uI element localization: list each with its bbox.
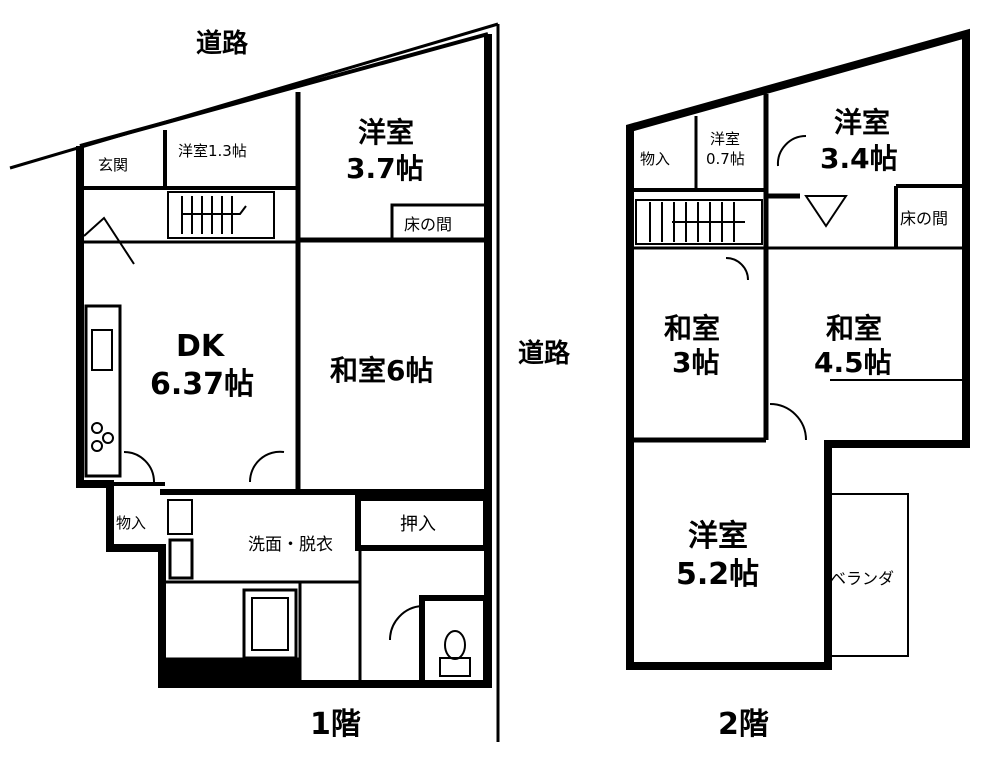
washitsu-b-name: 和室 bbox=[826, 312, 882, 345]
yoshitsu-size: 3.7帖 bbox=[346, 152, 424, 185]
floor2-plan bbox=[626, 28, 970, 670]
senmen-label: 洗面・脱衣 bbox=[248, 535, 333, 555]
yoshitsu-b-size: 5.2帖 bbox=[676, 557, 759, 592]
washitsu-b-size: 4.5帖 bbox=[814, 346, 892, 379]
storage-label-f1: 物入 bbox=[116, 514, 146, 532]
yoshitsu-small-name-f2: 洋室 bbox=[710, 130, 740, 148]
floor1-plan bbox=[9, 22, 500, 742]
yoshitsu-name: 洋室 bbox=[358, 116, 414, 149]
tokonoma-label: 床の間 bbox=[404, 215, 452, 234]
genkan-label: 玄関 bbox=[98, 156, 128, 174]
yoshitsu-b-name: 洋室 bbox=[688, 519, 748, 554]
yoshitsu-small-size-f2: 0.7帖 bbox=[706, 150, 745, 168]
floor2-label: 2階 bbox=[718, 707, 769, 742]
washitsu-a-size: 3帖 bbox=[672, 346, 719, 379]
yoshitsu-a-size: 3.4帖 bbox=[820, 142, 898, 175]
washitsu-label: 和室6帖 bbox=[330, 354, 433, 387]
dk-name: DK bbox=[176, 329, 226, 364]
oshiire-label: 押入 bbox=[400, 514, 436, 535]
washitsu-a-name: 和室 bbox=[664, 312, 720, 345]
storage-label-f2: 物入 bbox=[640, 150, 670, 168]
dk-size: 6.37帖 bbox=[150, 367, 254, 402]
yoshitsu-small-label: 洋室1.3帖 bbox=[178, 142, 247, 160]
road-label-right: 道路 bbox=[518, 338, 571, 369]
veranda-label: ベランダ bbox=[830, 569, 894, 588]
road-label-top: 道路 bbox=[196, 28, 249, 59]
yoshitsu-a-name: 洋室 bbox=[834, 106, 890, 139]
tokonoma-label-f2: 床の間 bbox=[900, 209, 948, 228]
floor1-label: 1階 bbox=[310, 707, 361, 742]
